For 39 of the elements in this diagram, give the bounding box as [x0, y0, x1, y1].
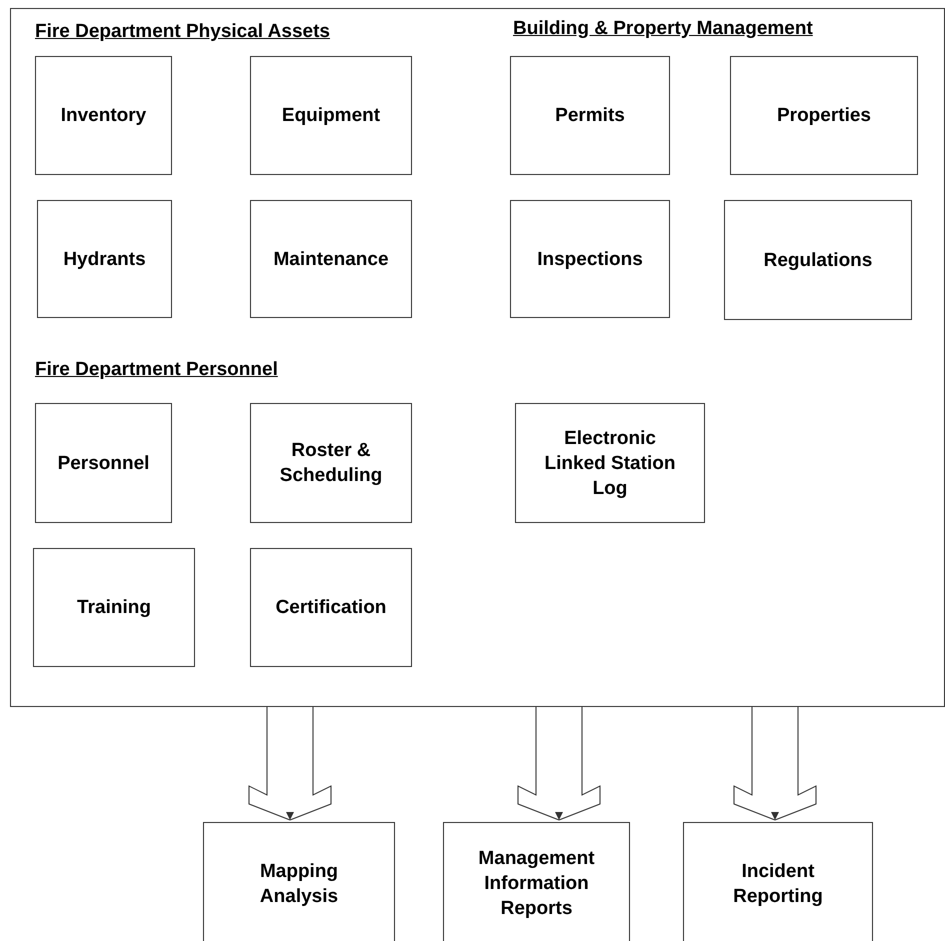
module-box: [510, 200, 670, 318]
group-heading: Fire Department Physical Assets: [35, 20, 330, 44]
module-label: Properties: [777, 104, 871, 128]
module-box: [203, 822, 395, 941]
module-label: Certification: [276, 596, 386, 620]
module-label: Inventory: [60, 104, 146, 128]
module-box: [250, 403, 412, 523]
module-label: Training: [77, 596, 151, 620]
module-label: Mapping Analysis: [258, 860, 340, 908]
group-heading: Fire Department Personnel: [35, 358, 278, 382]
module-box: [250, 200, 412, 318]
module-box: [33, 548, 195, 667]
module-label: Incident Reporting: [732, 860, 824, 908]
module-box: [724, 200, 912, 320]
module-label: Management Information Reports: [477, 847, 596, 921]
group-panel: [10, 8, 945, 707]
module-box: [35, 403, 172, 523]
module-box: [250, 548, 412, 667]
module-box: [515, 403, 705, 523]
module-label: Inspections: [537, 248, 643, 272]
module-box: [683, 822, 873, 941]
module-box: [250, 56, 412, 175]
module-box: [443, 822, 630, 941]
module-box: [730, 56, 918, 175]
block-arrow: [734, 706, 816, 820]
group-heading: Building & Property Management: [513, 17, 813, 41]
module-label: Electronic Linked Station Log: [544, 426, 676, 500]
module-label: Permits: [555, 104, 625, 128]
module-label: Maintenance: [273, 248, 389, 272]
module-label: Equipment: [282, 104, 380, 128]
block-arrow: [248, 706, 332, 820]
module-label: Hydrants: [63, 248, 146, 272]
module-label: Personnel: [58, 452, 150, 476]
module-label: Roster & Scheduling: [278, 439, 384, 488]
module-box: [35, 56, 172, 175]
module-box: [37, 200, 172, 318]
module-label: Regulations: [764, 248, 872, 272]
module-box: [510, 56, 670, 175]
block-arrow: [518, 706, 600, 820]
